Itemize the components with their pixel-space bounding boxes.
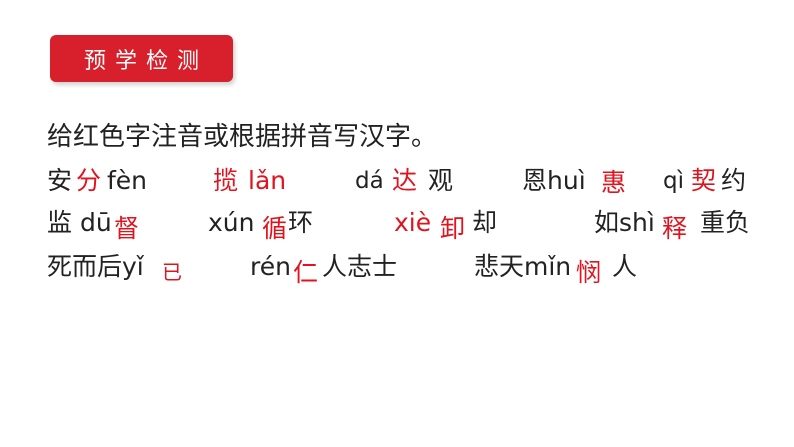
row3-ren: 人 [612,252,638,281]
row2-que: 却 [472,208,498,237]
row2-jian-du: 监 dū [47,208,112,237]
row2-du-char: 督 [114,214,140,243]
row1-hui-char: 惠 [601,168,627,197]
row1-qi-pinyin: qì [663,168,684,194]
row1-fen-pinyin: fèn [107,166,148,195]
row2-xun-pinyin: xún [208,208,255,237]
row1-da-pinyin: dá [355,168,384,194]
row3-ren-pinyin: rén [250,252,291,281]
row1-da-char: 达 [392,166,418,195]
row2-xie-char: 卸 [440,214,466,243]
row3-yi-char: 已 [162,260,182,284]
row2-xun-char: 循 [262,214,288,243]
row2-zhong-fu: 重负 [700,208,751,237]
row1-en-hui: 恩huì [522,166,586,195]
row2-huan: 环 [288,208,314,237]
row1-yue: 约 [721,166,747,195]
row1-an: 安 [47,166,73,195]
row1-lan-pinyin: lǎn [248,166,287,195]
row3-bei-tian-min: 悲天mǐn [474,252,572,281]
row1-guan: 观 [428,166,454,195]
row1-fen-char: 分 [76,166,102,195]
row2-xie-pinyin: xiè [394,208,432,237]
row2-ru-shi: 如shì [594,208,655,237]
row3-ren-zhi-shi: 人志士 [322,252,398,281]
row2-shi-char: 释 [662,214,688,243]
row3-min-char: 悯 [576,258,602,287]
row1-lan-char: 揽 [213,166,239,195]
instruction-text: 给红色字注音或根据拼音写汉字。 [47,122,438,152]
section-badge: 预学检测 [50,35,233,82]
row3-ren-char: 仁 [293,258,319,287]
row1-qi-char: 契 [691,166,717,195]
row3-si-er-hou-yi: 死而后yǐ [47,252,144,281]
